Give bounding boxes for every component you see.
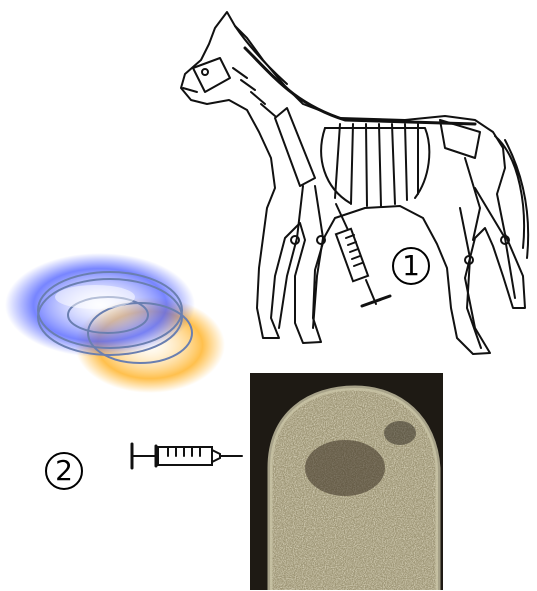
syringe-icon	[128, 438, 244, 474]
step-2-label: 2	[45, 452, 83, 490]
ultrasound-image	[250, 373, 443, 590]
syringe-icon	[328, 200, 398, 320]
petri-dish-icon	[0, 235, 240, 410]
step-1-label: 1	[392, 247, 430, 285]
